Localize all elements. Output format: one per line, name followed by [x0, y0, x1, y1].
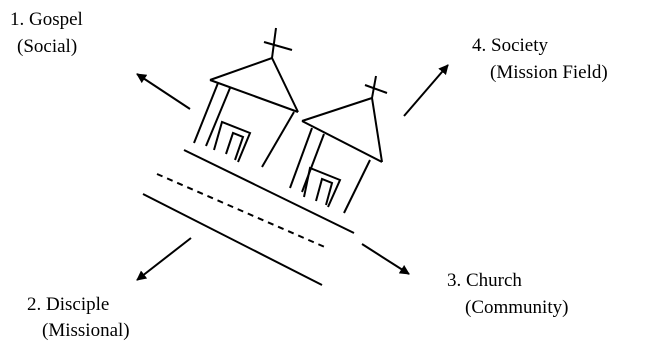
label-church-subtitle: (Community)	[465, 297, 569, 318]
right-church-icon	[289, 75, 388, 214]
arrow-gospel	[136, 73, 191, 110]
label-church-title: 3. Church	[447, 270, 522, 291]
label-disciple-subtitle: (Missional)	[42, 320, 130, 341]
ground-line-upper	[183, 149, 355, 234]
arrow-society	[403, 64, 449, 117]
arrow-church	[361, 243, 410, 275]
label-gospel-title: 1. Gospel	[10, 9, 83, 30]
arrow-disciple	[136, 237, 192, 281]
label-society-subtitle: (Mission Field)	[490, 62, 608, 83]
label-disciple-title: 2. Disciple	[27, 294, 110, 315]
ground-line-dashed	[156, 173, 328, 249]
ground-line-lower	[142, 193, 323, 286]
label-society-title: 4. Society	[472, 35, 548, 56]
label-gospel-subtitle: (Social)	[17, 36, 78, 57]
left-church-icon	[193, 27, 299, 168]
